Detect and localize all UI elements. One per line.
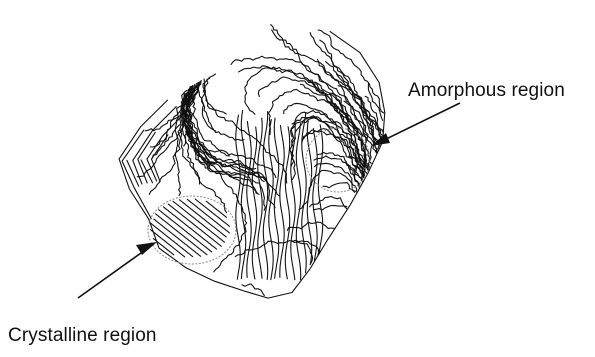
polymer-chain — [252, 127, 256, 279]
polymer-chain — [318, 125, 322, 253]
polymer-chain — [285, 127, 289, 279]
crystalline-arrow — [78, 242, 157, 298]
polymer-chain — [296, 124, 300, 280]
polymer-chain — [202, 74, 216, 131]
crystalline-chain-fold — [159, 210, 212, 252]
amorphous-region-label: Amorphous region — [408, 80, 565, 102]
crystalline-lamellae — [151, 199, 230, 257]
polymer-chain-mass — [119, 25, 385, 299]
polymer-chain — [274, 118, 278, 278]
polymer-chain — [280, 125, 284, 277]
polymer-chain — [133, 107, 176, 184]
polymer-chain — [313, 129, 317, 261]
polymer-chain — [269, 120, 273, 280]
polymer-chain — [185, 88, 258, 173]
crystalline-chain-fold — [151, 230, 185, 257]
polymer-chain — [292, 241, 313, 265]
crystalline-chain-fold — [173, 201, 225, 242]
polymer-chain — [313, 206, 347, 210]
polymer-chain — [247, 122, 251, 278]
crystalline-chain-fold — [154, 239, 174, 255]
crystalline-region-label: Crystalline region — [8, 325, 157, 347]
polymer-chain — [137, 91, 187, 177]
polymer-chain — [287, 222, 334, 230]
crystalline-chain-fold — [187, 199, 229, 233]
crystalline-chain-fold — [156, 214, 208, 255]
crystalline-chain-fold — [164, 207, 217, 249]
polymer-chain — [127, 160, 139, 186]
crystalline-chain-fold — [168, 204, 221, 246]
crystalline-chain-fold — [151, 223, 193, 257]
polymer-chain — [122, 130, 151, 218]
polymer-chain — [185, 90, 265, 182]
